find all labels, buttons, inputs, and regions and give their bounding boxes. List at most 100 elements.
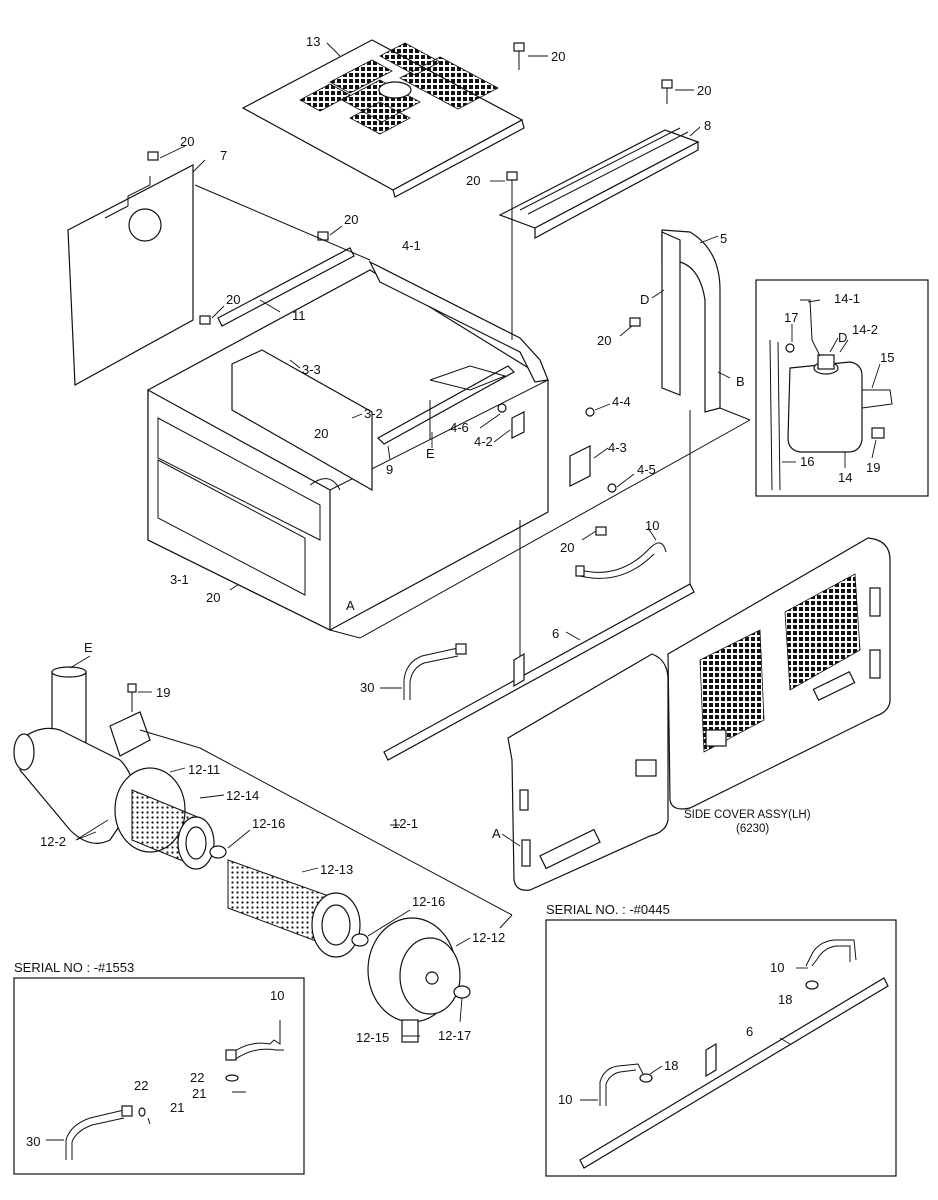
callout-12-1: 12-1 [392, 816, 418, 831]
callout-4-4: 4-4 [612, 394, 631, 409]
callout-9: 9 [386, 462, 393, 477]
callout-8: 8 [704, 118, 711, 133]
bolt-icon [147, 151, 159, 161]
strut [429, 365, 507, 440]
callout-21: 21 [192, 1086, 206, 1101]
callout-20: 20 [697, 83, 711, 98]
callout-22: 22 [190, 1070, 204, 1085]
callout-10: 10 [770, 960, 784, 975]
callout-12-2: 12-2 [40, 834, 66, 849]
callout-22: 22 [134, 1078, 148, 1093]
mounting-rail [383, 583, 695, 761]
callout-20: 20 [314, 426, 328, 441]
hose [403, 643, 467, 700]
callout-12-15: 12-15 [356, 1030, 389, 1045]
callout-b: B [736, 374, 745, 389]
callout-17: 17 [784, 310, 798, 325]
side-cover-code: (6230) [736, 823, 769, 835]
callout-4-1: 4-1 [402, 238, 421, 253]
end-cap [367, 917, 461, 1043]
callout-20: 20 [466, 173, 480, 188]
side-panel [67, 164, 194, 386]
callout-6: 6 [552, 626, 559, 641]
callout-13: 13 [306, 34, 320, 49]
callout-20: 20 [597, 333, 611, 348]
callout-20: 20 [180, 134, 194, 149]
callout-e-top: E [426, 446, 435, 461]
callout-e-filter: E [84, 640, 93, 655]
mesh-filter [131, 789, 215, 870]
callout-12-11: 12-11 [188, 762, 220, 777]
callout-14-2: 14-2 [852, 322, 878, 337]
reserve-tank-inset [755, 279, 929, 497]
outer-mesh-filter [227, 859, 361, 958]
side-cover-assy [507, 537, 891, 891]
callout-16: 16 [800, 454, 814, 469]
callout-19: 19 [866, 460, 880, 475]
callout-20: 20 [206, 590, 220, 605]
bolt-icon [199, 315, 211, 325]
bracket [497, 403, 617, 493]
callout-d-side: D [640, 292, 649, 307]
callout-a-box: A [346, 598, 355, 613]
callout-21: 21 [170, 1100, 184, 1115]
callout-12-16: 12-16 [412, 894, 445, 909]
callout-15: 15 [880, 350, 894, 365]
callout-11: 11 [292, 308, 306, 323]
bolt-icon [629, 317, 641, 327]
callout-3-1: 3-1 [170, 572, 189, 587]
callout-20: 20 [560, 540, 574, 555]
callout-12-12: 12-12 [472, 930, 505, 945]
callout-7: 7 [220, 148, 227, 163]
side-brace [661, 229, 721, 413]
top-cover-plate [241, 39, 525, 198]
callout-d-tank: D [838, 330, 847, 345]
callout-30: 30 [26, 1134, 40, 1149]
callout-4-2: 4-2 [474, 434, 493, 449]
wing-nut-icon [209, 845, 227, 859]
serial-right: SERIAL NO. : -#0445 [546, 902, 670, 917]
left-serial-inset [13, 977, 305, 1175]
bolt-icon [513, 42, 525, 70]
hose [575, 542, 667, 579]
bolt-icon [595, 526, 607, 536]
top-bracket [498, 127, 700, 240]
callout-10: 10 [558, 1092, 572, 1107]
assembly-outline [194, 184, 751, 660]
callout-12-16: 12-16 [252, 816, 285, 831]
callout-14-1: 14-1 [834, 291, 860, 306]
callout-3-3: 3-3 [302, 362, 321, 377]
callout-12-13: 12-13 [320, 862, 353, 877]
callout-3-2: 3-2 [364, 406, 383, 421]
callout-4-6: 4-6 [450, 420, 469, 435]
callout-12-17: 12-17 [438, 1028, 471, 1043]
bolt-icon [506, 171, 518, 196]
inner-plate [231, 349, 373, 492]
callout-20: 20 [344, 212, 358, 227]
bolt-icon [661, 79, 673, 104]
side-cover-caption: SIDE COVER ASSY(LH) [684, 809, 811, 821]
callout-18: 18 [778, 992, 792, 1007]
wing-nut-icon [351, 933, 369, 947]
serial-left: SERIAL NO : -#1553 [14, 960, 134, 975]
callout-6: 6 [746, 1024, 753, 1039]
bolt-icon [127, 683, 137, 712]
wing-nut-icon [453, 985, 471, 999]
bracket-bar [217, 247, 355, 327]
callout-20: 20 [226, 292, 240, 307]
callout-30: 30 [360, 680, 374, 695]
right-serial-inset [545, 919, 897, 1177]
callout-a-cover: A [492, 826, 501, 841]
callout-18: 18 [664, 1058, 678, 1073]
callout-4-3: 4-3 [608, 440, 627, 455]
callout-19: 19 [156, 685, 170, 700]
filter-assembly-outline [139, 729, 513, 929]
callout-12-14: 12-14 [226, 788, 259, 803]
callout-4-5: 4-5 [637, 462, 656, 477]
callout-5: 5 [720, 231, 727, 246]
callout-10: 10 [270, 988, 284, 1003]
callout-10: 10 [645, 518, 659, 533]
callout-14: 14 [838, 470, 852, 485]
callout-20: 20 [551, 49, 565, 64]
